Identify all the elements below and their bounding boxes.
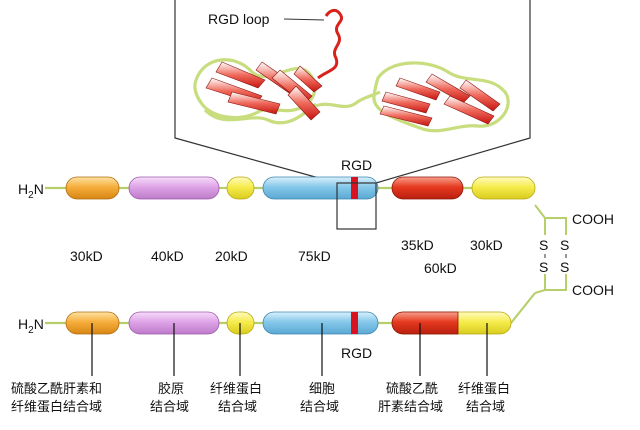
upper-domain-75kd bbox=[262, 176, 379, 200]
size-labels: 30kD 40kD 20kD 75kD 35kD 30kD 60kD bbox=[70, 237, 503, 276]
desc-40kd-line2: 结合域 bbox=[150, 400, 189, 415]
rgd-loop-thread bbox=[317, 8, 343, 80]
desc-30kd-line1: 硫酸乙酰肝素和 bbox=[11, 382, 102, 397]
size-label-40kd: 40kD bbox=[151, 248, 184, 264]
desc-35kd-line2: 肝素结合域 bbox=[378, 400, 443, 415]
ribbon-domain-left bbox=[193, 58, 323, 125]
desc-75kd-line1: 细胞 bbox=[309, 382, 335, 397]
desc-75kd-line2: 结合域 bbox=[300, 400, 339, 415]
desc-20kd-line2: 结合域 bbox=[218, 400, 257, 415]
upper-domain-20kd bbox=[226, 176, 255, 200]
rgd-zoom-box bbox=[336, 182, 377, 230]
structure-panel: RGD loop bbox=[174, 0, 531, 184]
upper-domain-35kd bbox=[391, 176, 464, 200]
disulfide-bridge: S S S S COOH COOH bbox=[534, 204, 614, 298]
rgd-loop-pointer bbox=[283, 18, 325, 21]
size-label-20kd: 20kD bbox=[215, 248, 248, 264]
sulfur-1: S bbox=[539, 237, 548, 253]
desc-30kd-c-line2: 结合域 bbox=[466, 400, 505, 415]
pointer-lines bbox=[91, 323, 488, 376]
n-terminus-top: H2N bbox=[18, 181, 44, 201]
sulfur-2: S bbox=[539, 259, 548, 275]
rgd-label-bottom: RGD bbox=[341, 345, 372, 361]
ribbon-domain-right bbox=[372, 61, 510, 133]
ribbon-linker bbox=[315, 90, 381, 109]
rgd-label-top: RGD bbox=[341, 157, 372, 173]
lower-domain-60kd bbox=[391, 311, 512, 335]
lower-domain-75kd bbox=[262, 311, 379, 335]
n-terminus-bottom: H2N bbox=[18, 316, 44, 336]
sulfur-3: S bbox=[560, 237, 569, 253]
desc-30kd-c-line1: 纤维蛋白 bbox=[458, 381, 510, 397]
rgd-band-top bbox=[351, 177, 358, 199]
lower-chain: H2N RGD bbox=[18, 292, 536, 361]
zoom-bracket bbox=[174, 0, 531, 184]
c-terminus-top: COOH bbox=[572, 211, 614, 227]
size-label-35kd: 35kD bbox=[401, 237, 434, 253]
function-labels: 硫酸乙酰肝素和 纤维蛋白结合域 胶原 结合域 纤维蛋白 结合域 细胞 结合域 硫… bbox=[11, 381, 510, 415]
desc-30kd-line2: 纤维蛋白结合域 bbox=[11, 399, 102, 415]
upper-domain-40kd bbox=[128, 176, 220, 200]
size-label-60kd: 60kD bbox=[424, 260, 457, 276]
rgd-loop-label: RGD loop bbox=[208, 11, 270, 27]
desc-40kd-line1: 胶原 bbox=[158, 381, 184, 397]
upper-chain: H2N RGD bbox=[18, 157, 536, 230]
c-terminus-bottom: COOH bbox=[572, 282, 614, 298]
upper-domain-30kd-c bbox=[471, 176, 536, 200]
size-label-30kd-c: 30kD bbox=[470, 237, 503, 253]
rgd-band-bottom bbox=[351, 312, 358, 334]
lower-linker bbox=[45, 292, 536, 325]
desc-20kd-line1: 纤维蛋白 bbox=[210, 381, 262, 397]
sulfur-4: S bbox=[560, 259, 569, 275]
upper-domain-30kd bbox=[65, 176, 120, 200]
size-label-30kd: 30kD bbox=[70, 248, 103, 264]
desc-35kd-line1: 硫酸乙酰 bbox=[386, 382, 438, 397]
size-label-75kd: 75kD bbox=[298, 248, 331, 264]
